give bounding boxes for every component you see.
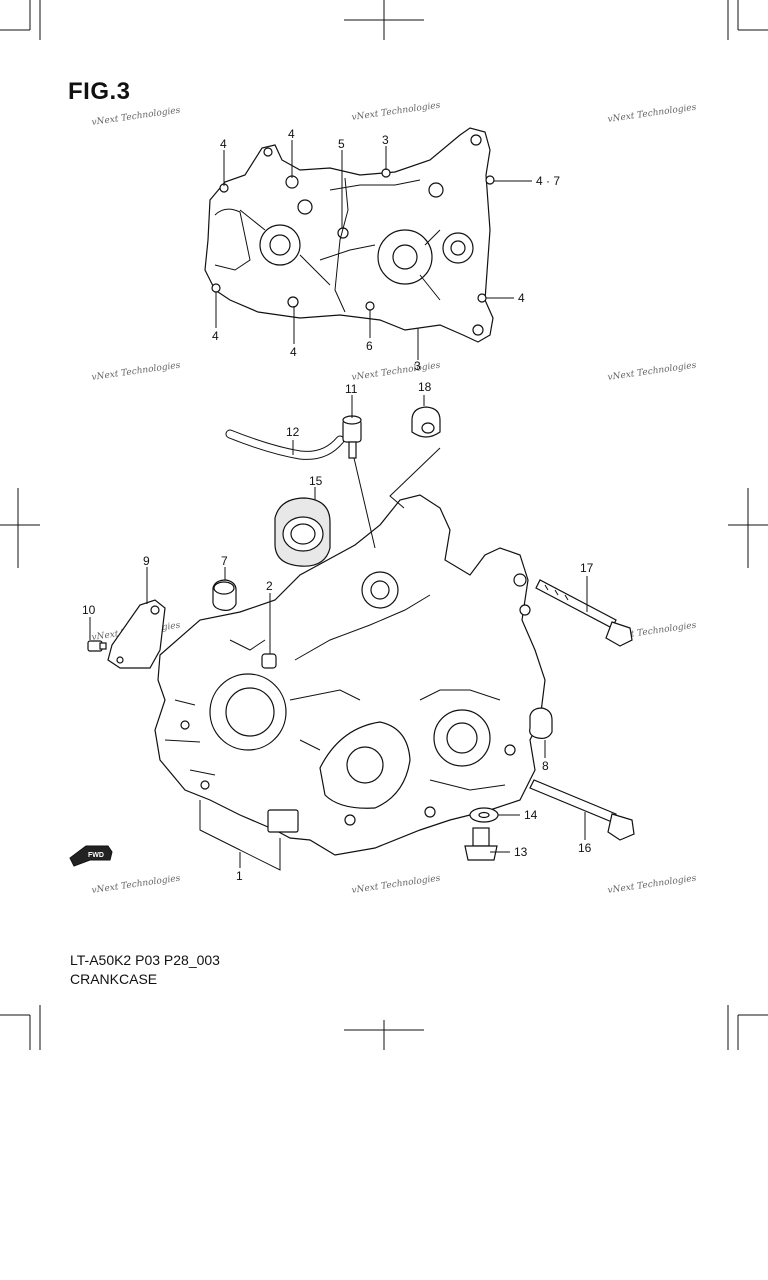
callout-9: 9 [143,554,150,568]
bracket-plate [107,599,166,669]
bracket-bolt [87,640,107,652]
bearing-cylinder [274,497,331,567]
callout-11: 11 [345,382,358,396]
callout-2: 2 [266,579,273,593]
long-bolt-17 [535,579,633,647]
watermark-text: vNext Technologies [607,361,697,383]
callout-4d: 4 [212,329,219,343]
callout-1: 1 [236,869,243,883]
long-bolt-16 [529,779,635,841]
breather-fitting [342,415,362,459]
crankcase-gasket [204,127,495,343]
callout-4c: 4 [518,291,525,305]
callout-8: 8 [542,759,549,773]
callout-13: 13 [514,845,528,859]
breather-hose [225,429,345,460]
callout-12: 12 [286,425,300,439]
watermark-text: vNext Technologies [91,874,181,896]
dowel-pin-8 [529,707,553,739]
callout-labels: 4 4 5 3 4 · 7 4 4 4 6 3 11 18 12 15 9 7 … [82,127,594,883]
watermark-text: vNext Technologies [351,101,441,123]
section-name-caption: CRANKCASE [70,971,158,987]
fwd-label: FWD [88,852,104,859]
callout-6: 6 [366,339,373,353]
callout-4a: 4 [220,137,227,151]
callout-18: 18 [418,380,432,394]
callout-3b: 3 [414,359,421,373]
watermark-text: vNext Technologies [607,103,697,125]
forward-direction-arrow: FWD [69,845,113,867]
drain-plug [464,827,498,861]
watermark-text: vNext Technologies [91,361,181,383]
figure-title: FIG.3 [68,78,131,105]
watermark-text: vNext Technologies [351,874,441,896]
callout-4-7: 4 · 7 [536,174,560,188]
callout-4b: 4 [288,127,295,141]
grommet [411,406,441,438]
callout-14: 14 [524,808,538,822]
callout-4e: 4 [290,345,297,359]
callout-10: 10 [82,603,96,617]
callout-5: 5 [338,137,345,151]
callout-15: 15 [309,474,323,488]
callout-17: 17 [580,561,594,575]
registration-marks [0,0,768,1050]
model-code-caption: LT-A50K2 P03 P28_003 [70,952,220,968]
callout-16: 16 [578,841,592,855]
leader-lines [89,140,588,868]
watermark-text: vNext Technologies [91,106,181,128]
callout-3a: 3 [382,133,389,147]
callout-7: 7 [221,554,228,568]
washer [469,807,499,823]
dowel-pin [212,579,237,611]
watermark-text: vNext Technologies [607,874,697,896]
crankcase-body [154,494,546,871]
